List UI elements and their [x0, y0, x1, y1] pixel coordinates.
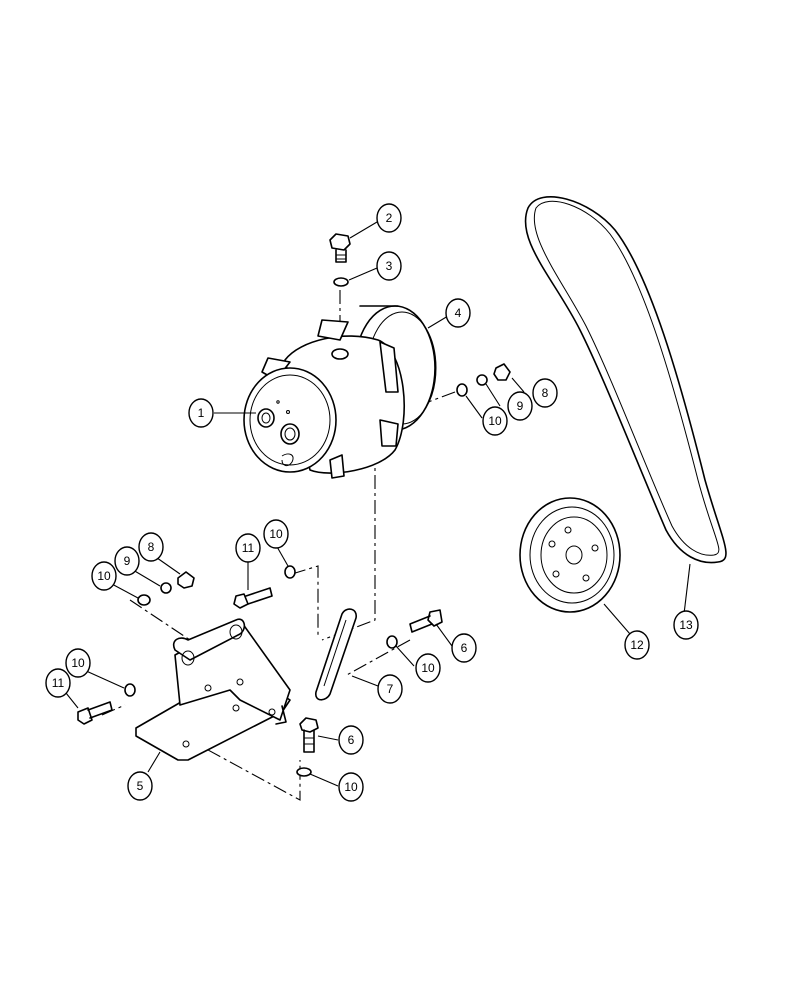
callout-5: 5: [127, 771, 153, 801]
mounting-bracket: [135, 618, 291, 761]
callout-8-left: 8: [138, 532, 164, 562]
callout-label: 8: [148, 540, 155, 554]
callout-label: 9: [517, 399, 524, 413]
left-fasteners: [77, 565, 443, 777]
callout-10-mid-right: 10: [415, 653, 441, 683]
callout-label: 6: [461, 641, 468, 655]
callout-label: 3: [386, 259, 393, 273]
callout-label: 1: [198, 406, 205, 420]
callout-label: 10: [344, 780, 358, 794]
callout-label: 10: [488, 414, 502, 428]
callout-label: 9: [124, 554, 131, 568]
callout-1: 1: [188, 398, 214, 428]
callout-label: 11: [52, 676, 65, 690]
pulley: [519, 497, 621, 613]
v-belt: [524, 196, 727, 564]
callout-label: 8: [542, 386, 549, 400]
callout-label: 2: [386, 211, 393, 225]
compressor: [243, 305, 437, 479]
callout-11-upper: 11: [235, 533, 261, 563]
callout-10-left-lower: 10: [65, 648, 91, 678]
top-plug-bolt: [329, 233, 351, 263]
callout-6-lower: 6: [338, 725, 364, 755]
adjusting-strap: [315, 608, 357, 701]
callout-10-bottom: 10: [338, 772, 364, 802]
callout-label: 10: [97, 569, 111, 583]
callout-label: 13: [679, 618, 693, 632]
o-ring: [333, 277, 349, 287]
callout-label: 10: [269, 527, 283, 541]
callout-10-right: 10: [482, 406, 508, 436]
callout-12: 12: [624, 630, 650, 660]
callout-label: 7: [387, 682, 394, 696]
callout-7: 7: [377, 674, 403, 704]
callouts: 1 2 3 4 5 6 6 7 8 8 9 9 10 10 10 10 10 1…: [45, 203, 699, 802]
callout-4: 4: [445, 298, 471, 328]
callout-6-right: 6: [451, 633, 477, 663]
callout-9-right: 9: [507, 391, 533, 421]
callout-8-right: 8: [532, 378, 558, 408]
callout-label: 11: [242, 541, 255, 555]
callout-3: 3: [376, 251, 402, 281]
callout-label: 10: [71, 656, 85, 670]
callout-label: 10: [421, 661, 435, 675]
callout-label: 12: [630, 638, 644, 652]
callout-10-left-upper: 10: [91, 561, 117, 591]
callout-9-left: 9: [114, 546, 140, 576]
callout-label: 4: [455, 306, 462, 320]
callout-13: 13: [673, 610, 699, 640]
callout-10-mid-upper: 10: [263, 519, 289, 549]
callout-label: 5: [137, 779, 144, 793]
callout-label: 6: [348, 733, 355, 747]
callout-11-lower: 11: [45, 668, 71, 698]
right-fasteners: [456, 363, 511, 397]
callout-2: 2: [376, 203, 402, 233]
